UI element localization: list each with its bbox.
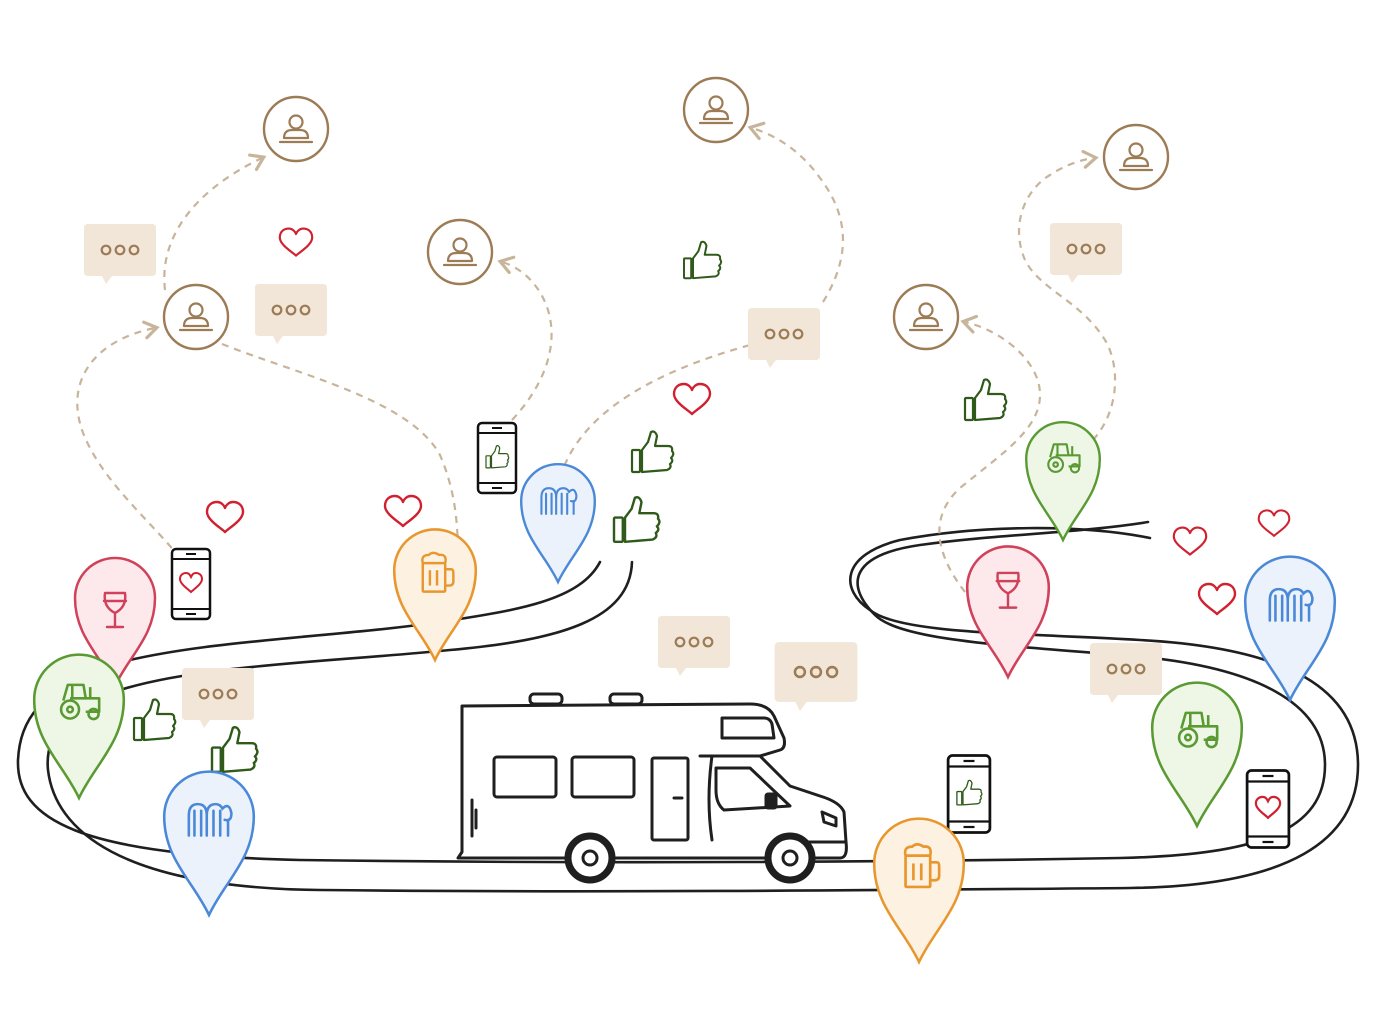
heart-icon <box>383 494 423 528</box>
roller-coaster-location-pin <box>1243 555 1337 702</box>
beer-location-pin <box>872 817 966 964</box>
heart-icon <box>672 382 712 416</box>
chat-bubble-icon <box>746 306 822 370</box>
roller-coaster-location-pin <box>162 770 256 917</box>
smartphone-icon <box>1245 769 1291 849</box>
beer-location-pin <box>392 528 478 662</box>
thumbs-up-icon <box>210 726 259 774</box>
tractor-location-pin <box>32 653 126 800</box>
chat-bubble-icon <box>1088 641 1164 705</box>
heart-icon <box>1197 582 1237 616</box>
user-avatar <box>162 283 230 351</box>
smartphone-icon <box>170 547 212 621</box>
tractor-location-pin <box>1025 421 1101 542</box>
heart-icon <box>278 227 314 257</box>
chat-bubble-icon <box>773 640 859 713</box>
roller-coaster-location-pin <box>520 463 596 584</box>
connection-paths <box>76 121 1117 593</box>
user-avatar <box>262 95 330 163</box>
chat-bubble-icon <box>656 614 732 678</box>
chat-bubble-icon <box>1048 221 1124 285</box>
chat-bubble-icon <box>253 282 329 346</box>
heart-icon <box>1257 509 1291 537</box>
chat-bubble-icon <box>180 666 256 730</box>
thumbs-up-icon <box>963 378 1008 422</box>
thumbs-up-icon <box>132 698 177 742</box>
thumbs-up-icon <box>683 240 723 280</box>
chat-bubble-icon <box>82 222 158 286</box>
thumbs-up-icon <box>612 496 661 544</box>
user-avatar <box>426 218 494 286</box>
user-avatar <box>892 283 960 351</box>
heart-icon <box>1172 526 1208 556</box>
thumbs-up-icon <box>630 430 675 474</box>
user-avatar <box>682 76 750 144</box>
smartphone-icon <box>478 423 516 493</box>
wine-location-pin <box>965 545 1051 679</box>
smartphone-icon <box>948 756 990 833</box>
user-avatar <box>1102 123 1170 191</box>
tractor-location-pin <box>1150 681 1244 828</box>
heart-icon <box>205 500 245 534</box>
motorhome-icon <box>456 692 848 884</box>
